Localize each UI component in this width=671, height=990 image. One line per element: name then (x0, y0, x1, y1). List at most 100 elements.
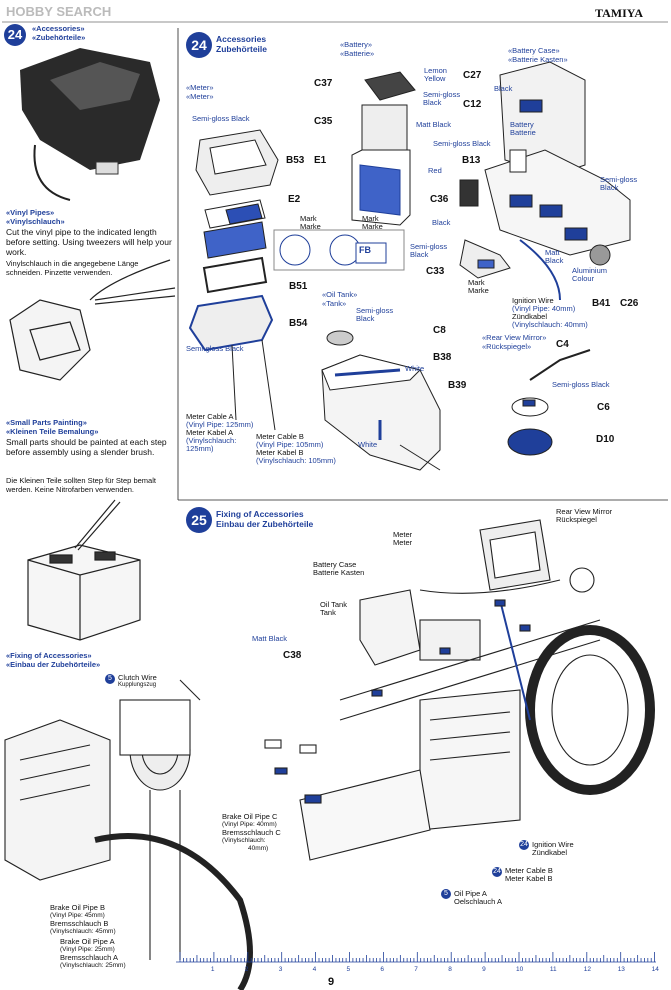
step25-battery-case-de: Batterie Kasten (313, 568, 365, 577)
case-semigloss-left: Semi-gloss (410, 242, 448, 251)
brake-a-label: Brake Oil Pipe A (60, 937, 115, 946)
case-matt: Matt (545, 248, 560, 257)
case-aluminium: Aluminium (572, 266, 608, 275)
part-c37: C37 (314, 78, 333, 89)
part-c26: C26 (620, 298, 639, 309)
oil-tank-title-en: «Oil Tank» (322, 290, 358, 299)
case-semigloss: Semi-gloss Black (433, 139, 491, 148)
case-ignition-de: Zündkabel (512, 312, 548, 321)
part-b41: B41 (592, 298, 611, 309)
battery-semigloss-black: Black (423, 98, 442, 107)
brake-c-label-de: Bremsschlauch C (222, 828, 281, 837)
oil-tank-title-de: «Tank» (322, 299, 347, 308)
part-b51: B51 (289, 281, 308, 292)
ruler-label: 4 (312, 966, 317, 973)
case-ignition: Ignition Wire (512, 296, 554, 305)
case-matt-black: Black (545, 256, 564, 265)
battery-lemon: Lemon (424, 66, 447, 75)
battery-mark: Mark (362, 214, 379, 223)
brake-c-pipe-de: (Vinylschlauch: (222, 837, 266, 844)
case-marke: Marke (468, 286, 489, 295)
brake-b-pipe-de: (Vinylschlauch: 45mm) (50, 928, 116, 935)
small-parts-title-de: «Kleinen Teile Bemalung» (6, 427, 99, 436)
vinyl-pipes-text-en: Cut the vinyl pipe to the indicated leng… (6, 227, 172, 257)
battery-title-en: «Battery» (340, 40, 373, 49)
meter-illustration (188, 129, 405, 431)
meter-title-en: «Meter» (186, 83, 214, 92)
accessory-part-illustration (20, 48, 160, 201)
battery-marke: Marke (362, 222, 383, 231)
battery-case-title-en: «Battery Case» (508, 46, 560, 55)
part-c36: C36 (430, 194, 449, 205)
step25-battery-case: Battery Case (313, 560, 357, 569)
ruler-label: 1 (210, 966, 215, 973)
step-25-title-de: Einbau der Zubehörteile (216, 519, 314, 529)
step25-meter-cable-b: Meter Cable B (505, 866, 553, 875)
brand-logo: TAMIYA (595, 6, 644, 20)
ruler-label: 7 (414, 966, 418, 973)
case-batterie: Batterie (510, 128, 536, 137)
page-number: 9 (328, 976, 335, 988)
meter-cable-a-4: (Vinylschlauch: (186, 436, 237, 445)
front-fork-illustration (4, 679, 253, 990)
battery-case-illustration (459, 61, 631, 301)
step25-ignition-de: Zündkabel (532, 848, 568, 857)
mirror-semigloss: Semi-gloss Black (552, 380, 610, 389)
part-c8: C8 (433, 325, 446, 336)
meter-mark: Mark (300, 214, 317, 223)
case-semigloss-right-black: Black (600, 183, 619, 192)
meter-title-de: «Meter» (186, 92, 214, 101)
case-mark: Mark (468, 278, 485, 287)
oil-tank-semigloss: Semi-gloss (356, 306, 394, 315)
ruler-label: 9 (482, 966, 486, 973)
battery-case-title-de: «Batterie Kasten» (508, 55, 568, 64)
part-b13: B13 (462, 155, 481, 166)
brake-c-pipe: (Vinyl Pipe: 40mm) (222, 821, 277, 828)
battery-illustration (351, 71, 416, 226)
step25-oil-pipe-a-de: Oelschlauch A (454, 897, 502, 906)
meter-cable-step-badge: 24 (492, 867, 502, 877)
brake-a-label-de: Bremsschlauch A (60, 953, 118, 962)
meter-cable-a-5: 125mm) (186, 444, 214, 453)
meter-cable-b-3: Meter Kabel B (256, 448, 304, 457)
step-24-badge: 24 (4, 24, 26, 46)
part-c12: C12 (463, 99, 482, 110)
part-b53: B53 (286, 155, 305, 166)
meter-cable-a-3: Meter Kabel A (186, 428, 234, 437)
tweezers-illustration (9, 259, 176, 381)
meter-cable-b-1: Meter Cable B (256, 432, 304, 441)
step25-oil-tank: Oil Tank (320, 600, 347, 609)
part-b54: B54 (289, 318, 308, 329)
ruler-label: 12 (583, 966, 592, 973)
case-semigloss-right: Semi-gloss (600, 175, 638, 184)
step25-mirror: Rear View Mirror (556, 507, 613, 516)
meter-color-label-2: Semi-gloss Black (186, 344, 244, 353)
brake-c-pipe-de-len: 40mm) (248, 845, 269, 852)
ruler (176, 952, 656, 963)
battery-title-de: «Batterie» (340, 49, 375, 58)
brake-a-pipe-de: (Vinylschlauch: 25mm) (60, 962, 126, 969)
vinyl-pipes-title-de: «Vinylschlauch» (6, 217, 65, 226)
ruler-label: 3 (278, 966, 283, 973)
step25-meter-de: Meter (393, 538, 413, 547)
step-24-main-title-de: Zubehörteile (216, 44, 268, 54)
meter-cable-b-2: (Vinyl Pipe: 105mm) (256, 440, 324, 449)
meter-marke: Marke (300, 222, 321, 231)
part-c4: C4 (556, 339, 569, 350)
ruler-label: 14 (651, 966, 659, 973)
case-aluminium-colour: Colour (572, 274, 595, 283)
step25-ignition: Ignition Wire (532, 840, 574, 849)
part-c33: C33 (426, 266, 445, 277)
step-25-badge: 25 (186, 507, 212, 533)
battery-yellow: Yellow (424, 74, 446, 83)
meter-cable-a-1: Meter Cable A (186, 412, 234, 421)
meter-decal-text: FB (359, 245, 371, 255)
ignition-step-badge: 24 (519, 840, 529, 850)
step-24-title-en: «Accessories» (32, 24, 85, 33)
fixing-title-de: «Einbau der Zubehörteile» (6, 660, 101, 669)
part-c35: C35 (314, 116, 333, 127)
part-e1: E1 (314, 155, 327, 166)
case-red: Red (428, 166, 442, 175)
ruler-label: 8 (448, 966, 452, 973)
